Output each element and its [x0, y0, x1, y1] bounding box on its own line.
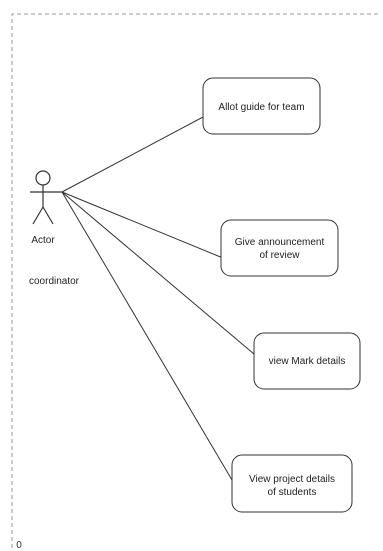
corner-mark: 0 — [16, 540, 22, 551]
use-case-view-mark[interactable]: view Mark details — [253, 332, 361, 390]
actor-role-label: coordinator — [29, 276, 80, 287]
use-case-label: Allot guide for team — [218, 102, 304, 113]
use-case-label: view Mark details — [269, 356, 346, 367]
use-case-box — [253, 332, 361, 390]
association-uc2 — [61, 191, 224, 259]
actor-right-leg — [42, 206, 54, 225]
actor-left-leg — [32, 206, 44, 225]
system-boundary — [11, 13, 378, 548]
use-case-label-line-2: of students — [268, 487, 317, 498]
use-case-label-line-1: View project details — [249, 474, 335, 485]
use-case-give-announcement[interactable]: Give announcement of review — [220, 219, 339, 277]
association-uc4 — [61, 191, 233, 481]
use-case-label-line-2: of review — [259, 250, 300, 261]
associations — [61, 116, 255, 481]
actor-label: Actor — [31, 235, 55, 246]
use-case-allot-guide[interactable]: Allot guide for team — [202, 77, 321, 135]
use-case-box — [202, 77, 321, 135]
use-case-box — [231, 454, 353, 513]
association-uc1 — [61, 116, 204, 193]
association-uc3 — [61, 191, 255, 355]
actor-head — [35, 170, 51, 186]
use-case-view-project[interactable]: View project details of students — [231, 454, 353, 513]
actor-figure — [30, 170, 62, 225]
use-case-label-line-1: Give announcement — [235, 237, 325, 248]
use-case-box — [220, 219, 339, 277]
